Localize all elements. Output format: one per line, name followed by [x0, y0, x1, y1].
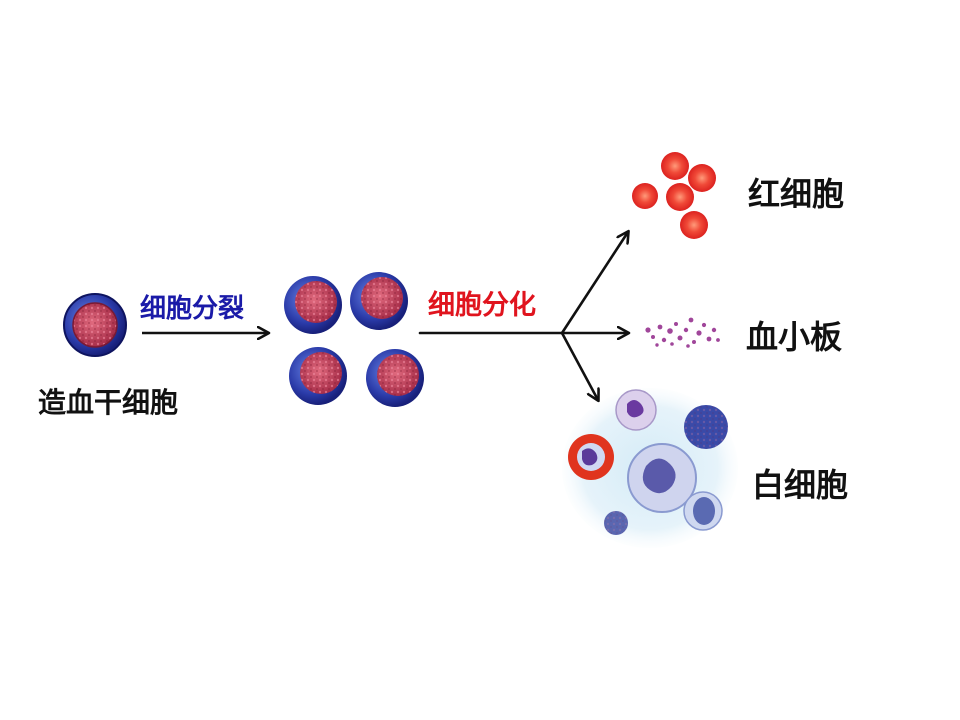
- arrow-to-white-blood-cells: [560, 331, 598, 400]
- white-blood-cell-label: 白细胞: [752, 466, 849, 504]
- arrow-to-red-blood-cells: [560, 232, 628, 335]
- differentiation-label: 细胞分化: [428, 290, 536, 321]
- differentiation-arrows: [418, 232, 628, 400]
- dividing-cell-icon: [289, 347, 347, 405]
- dividing-cell-icon: [366, 349, 424, 407]
- dividing-cell-icon: [284, 276, 342, 334]
- dividing-cells: [284, 272, 424, 407]
- white-blood-cell-icon: [562, 388, 738, 548]
- dividing-cell-icon: [350, 272, 408, 330]
- red-blood-cell-icon: [632, 152, 716, 239]
- stem-cell-icon: [63, 293, 127, 357]
- platelet-label: 血小板: [746, 318, 843, 356]
- red-blood-cell-label: 红细胞: [748, 175, 845, 213]
- stem-cell-label: 造血干细胞: [38, 386, 179, 419]
- division-label: 细胞分裂: [140, 294, 245, 324]
- platelet-icon: [645, 317, 720, 348]
